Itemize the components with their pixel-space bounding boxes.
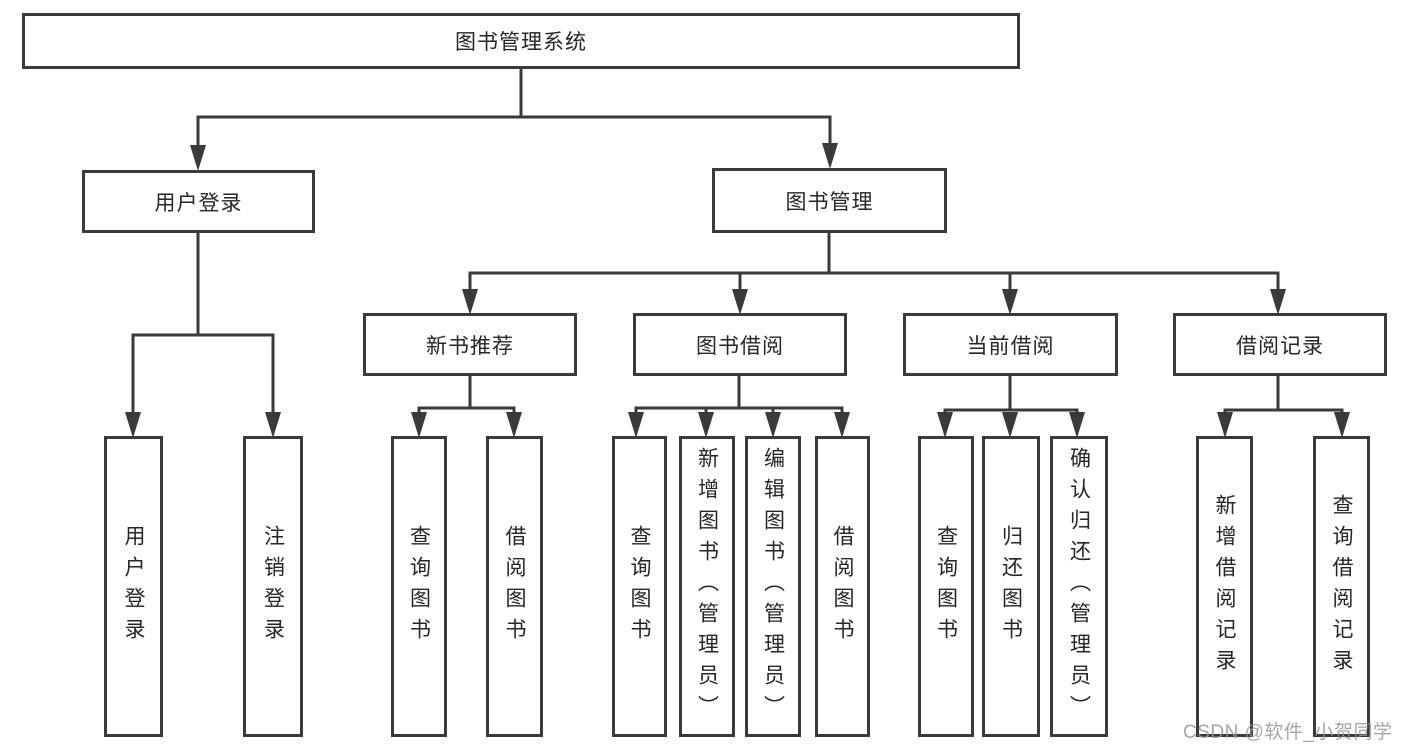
leaf-current-query-book: 查询图书 — [918, 436, 974, 737]
leaf-recommend-query-book: 查询图书 — [391, 436, 447, 737]
csdn-watermark: CSDN @软件_小贺同学 — [1183, 722, 1393, 743]
leaf-confirm-return-admin: 确认归还（管理员） — [1050, 436, 1108, 737]
node-book-borrowing: 图书借阅 — [633, 313, 847, 376]
leaf-edit-book-admin: 编辑图书（管理员） — [745, 436, 801, 737]
node-borrowing-records: 借阅记录 — [1173, 313, 1387, 376]
leaf-return-book: 归还图书 — [982, 436, 1040, 737]
node-current-borrowing: 当前借阅 — [903, 313, 1118, 376]
leaf-query-borrowing-record: 查询借阅记录 — [1313, 436, 1370, 737]
node-book-management: 图书管理 — [712, 168, 947, 233]
leaf-recommend-borrow-book: 借阅图书 — [486, 436, 543, 737]
leaf-logout: 注销登录 — [243, 436, 303, 737]
node-user-login: 用户登录 — [82, 170, 315, 233]
leaf-user-login: 用户登录 — [104, 436, 163, 737]
node-root-library-management-system: 图书管理系统 — [22, 13, 1020, 69]
leaf-add-book-admin: 新增图书（管理员） — [679, 436, 735, 737]
node-new-book-recommendation: 新书推荐 — [363, 313, 577, 376]
leaf-add-borrowing-record: 新增借阅记录 — [1196, 436, 1253, 737]
leaf-borrowing-query-book: 查询图书 — [612, 436, 667, 737]
leaf-borrowing-borrow-book: 借阅图书 — [815, 436, 870, 737]
